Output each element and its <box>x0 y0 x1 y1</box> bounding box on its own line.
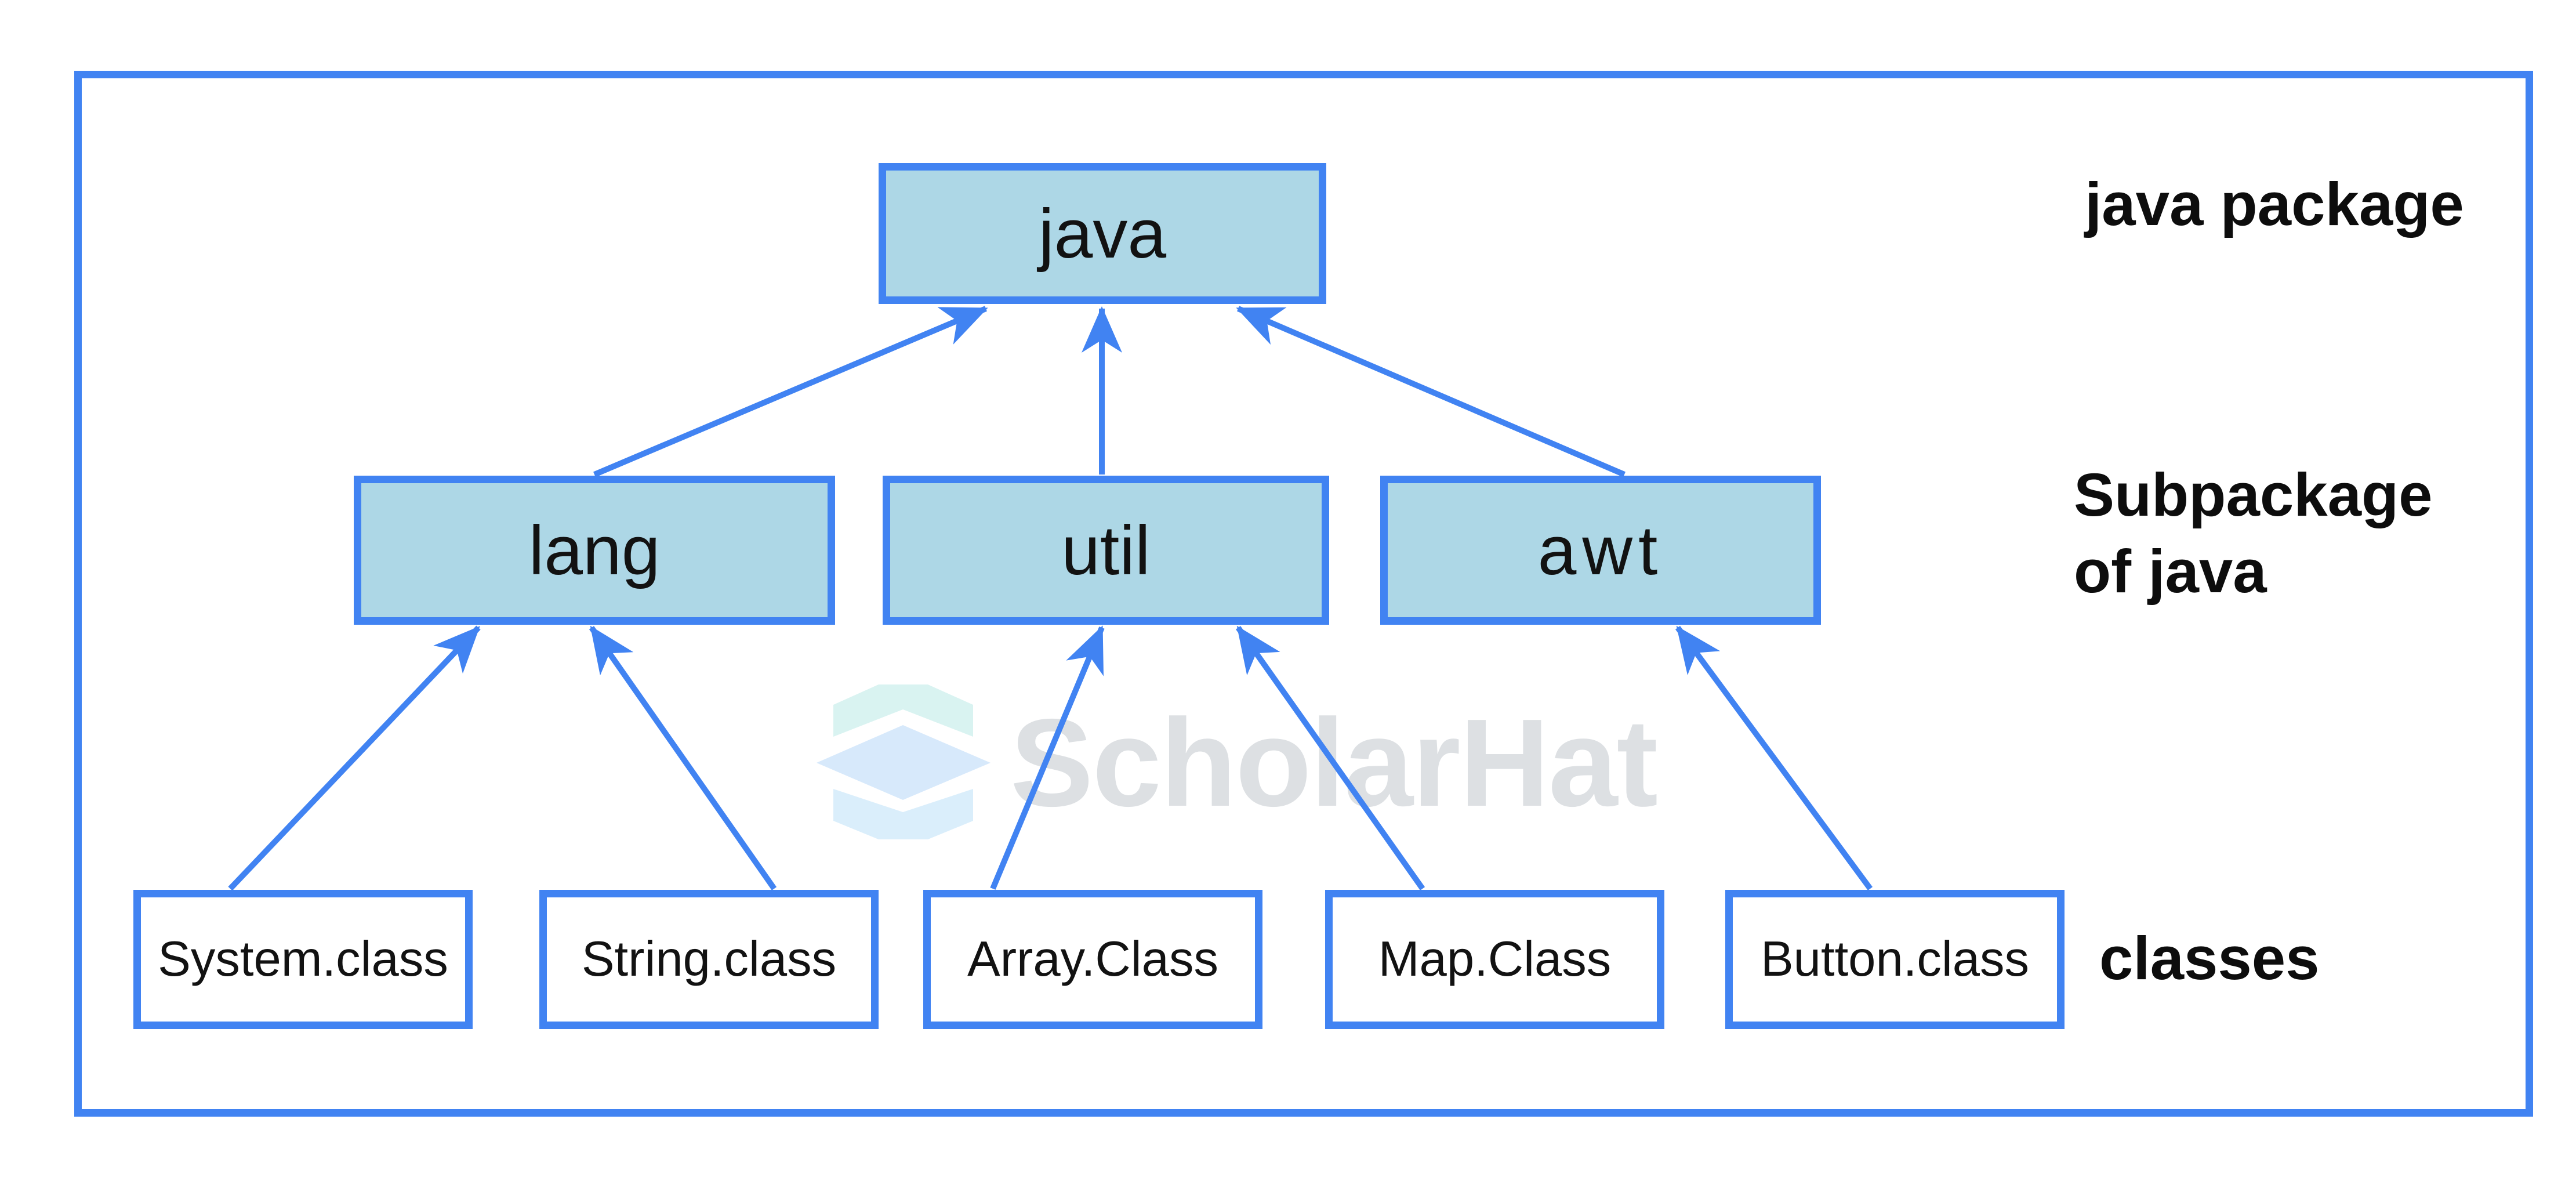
package-box-java: java <box>879 163 1326 304</box>
class-box-button-label: Button.class <box>1760 932 2030 987</box>
arrow-map-to-util <box>1235 625 1425 890</box>
package-box-java-label: java <box>1038 194 1167 273</box>
arrow-string-to-lang <box>589 625 777 890</box>
class-box-system: System.class <box>133 890 473 1029</box>
package-box-awt-label: awt <box>1537 511 1664 589</box>
arrow-awt-to-java <box>1236 306 1626 477</box>
root-level-annotation: java package <box>2085 171 2464 238</box>
class-level-annotation: classes <box>2099 925 2320 993</box>
arrow-array-to-util <box>990 625 1105 890</box>
subpackage-level-annotation-line2: of java <box>2074 538 2267 606</box>
subpackage-level-annotation: Subpackage of java <box>2074 457 2433 610</box>
class-box-string: String.class <box>539 890 879 1029</box>
arrow-button-to-awt <box>1675 625 1873 890</box>
package-box-awt: awt <box>1380 476 1821 625</box>
class-box-string-label: String.class <box>581 932 837 987</box>
class-box-map: Map.Class <box>1325 890 1664 1029</box>
package-box-util-label: util <box>1061 511 1151 589</box>
class-box-array-label: Array.Class <box>967 932 1218 987</box>
arrow-lang-to-java <box>593 306 988 477</box>
arrow-system-to-lang <box>228 625 481 891</box>
class-box-map-label: Map.Class <box>1378 932 1612 987</box>
outer-frame <box>74 71 2533 1117</box>
package-box-lang: lang <box>354 476 835 625</box>
scholarhat-logo-icon <box>817 684 991 839</box>
subpackage-level-annotation-line1: Subpackage <box>2074 461 2433 529</box>
class-box-system-label: System.class <box>158 932 448 987</box>
class-box-array: Array.Class <box>923 890 1262 1029</box>
package-box-util: util <box>883 476 1329 625</box>
package-box-lang-label: lang <box>528 511 661 589</box>
class-box-button: Button.class <box>1725 890 2065 1029</box>
